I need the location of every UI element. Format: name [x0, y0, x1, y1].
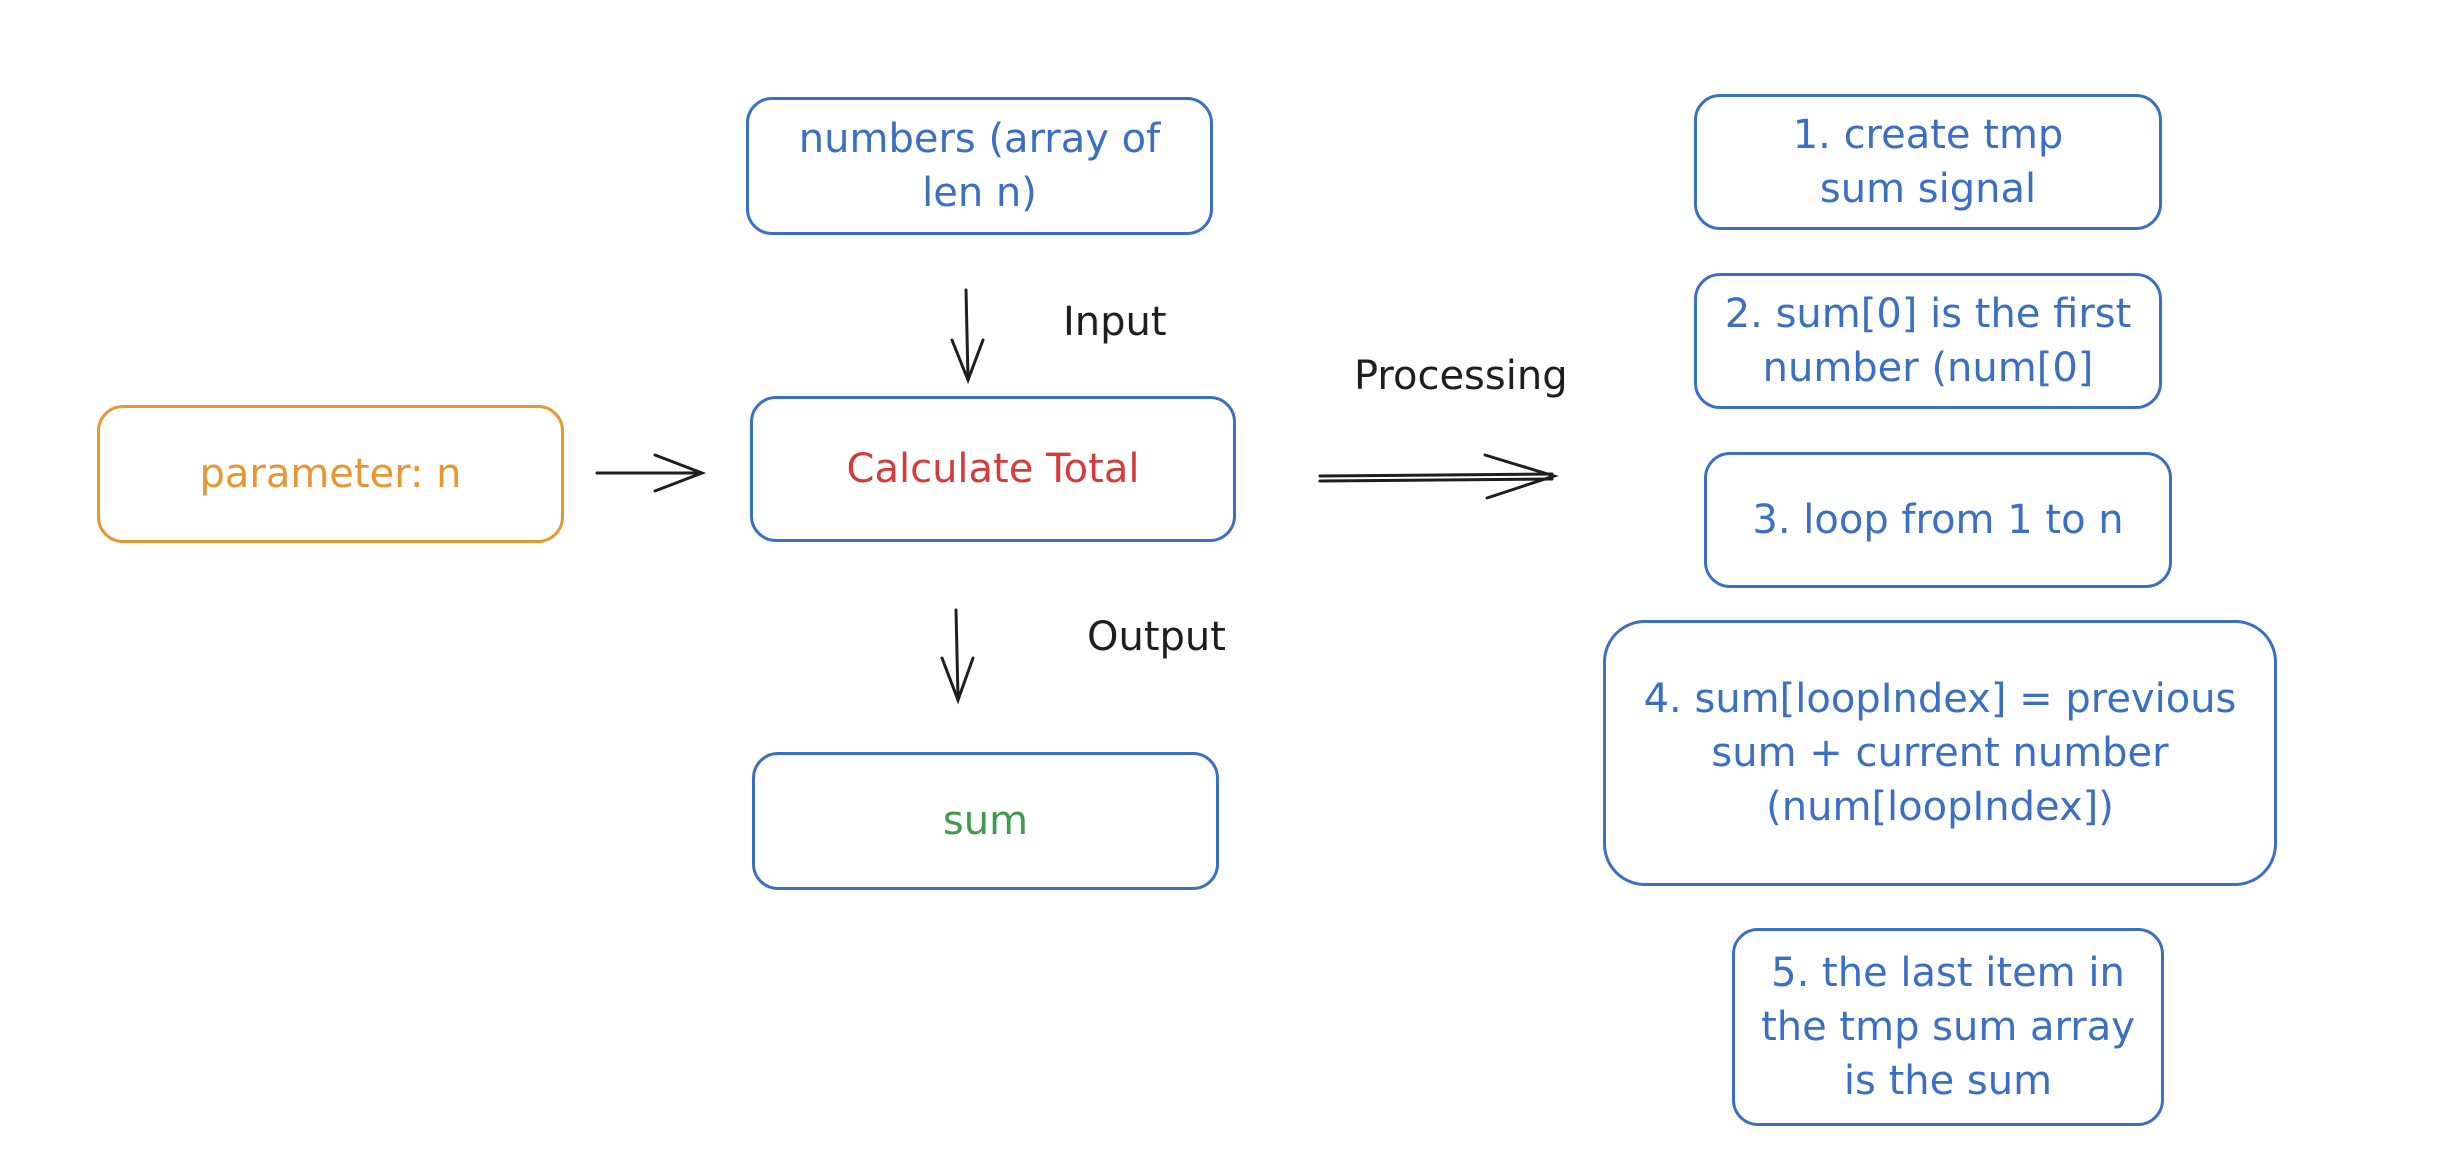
arrow-processing — [1318, 453, 1559, 500]
arrow-output — [940, 608, 975, 705]
numbers-node: numbers (array of len n) — [746, 97, 1213, 235]
output-label: Output — [1087, 614, 1226, 660]
step-3-node: 3. loop from 1 to n — [1704, 452, 2172, 588]
parameter-node: parameter: n — [97, 405, 564, 543]
step-1-label: 1. create tmp sum signal — [1792, 112, 2064, 212]
step-4-label: 4. sum[loopIndex] = previous sum + curre… — [1643, 676, 2237, 830]
arrow-parameter-to-calculate — [595, 453, 707, 493]
sum-label: sum — [942, 798, 1029, 844]
step-1-node: 1. create tmp sum signal — [1694, 94, 2162, 230]
step-5-label: 5. the last item in the tmp sum array is… — [1761, 950, 2135, 1104]
step-4-node: 4. sum[loopIndex] = previous sum + curre… — [1603, 620, 2277, 886]
arrow-input — [950, 288, 985, 385]
step-5-node: 5. the last item in the tmp sum array is… — [1732, 928, 2164, 1126]
processing-label: Processing — [1354, 353, 1568, 399]
input-label: Input — [1063, 299, 1167, 345]
step-3-label: 3. loop from 1 to n — [1752, 497, 2124, 543]
sum-node: sum — [752, 752, 1219, 890]
step-2-node: 2. sum[0] is the first number (num[0] — [1694, 273, 2162, 409]
numbers-label: numbers (array of len n) — [798, 116, 1161, 216]
parameter-label: parameter: n — [199, 451, 462, 497]
calculate-total-label: Calculate Total — [846, 446, 1140, 492]
calculate-total-node: Calculate Total — [750, 396, 1236, 542]
step-2-label: 2. sum[0] is the first number (num[0] — [1724, 291, 2132, 391]
